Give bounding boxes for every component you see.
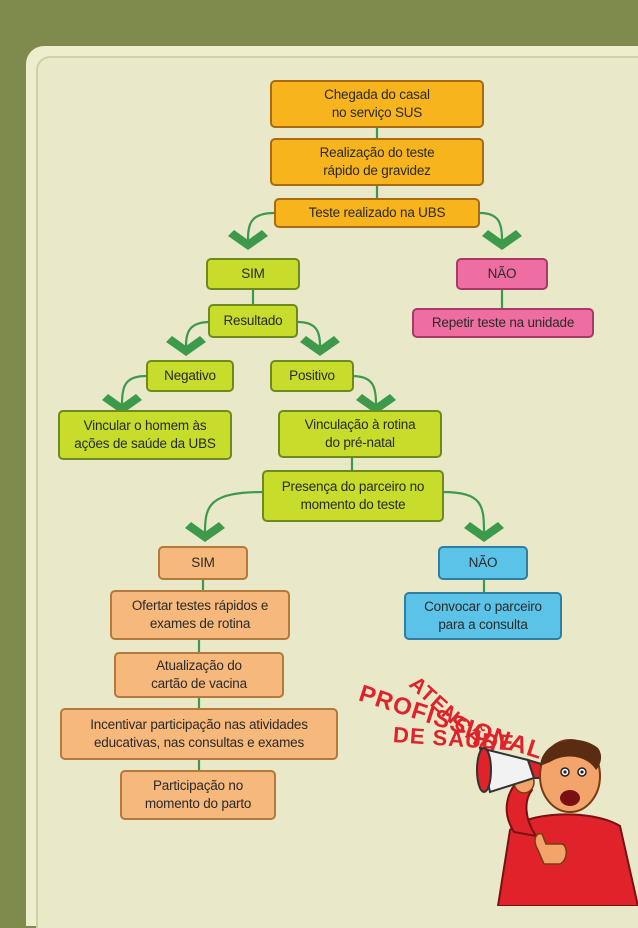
megaphone-man-illustration xyxy=(476,739,638,906)
node-test-ubs: Teste realizado na UBS xyxy=(274,198,480,228)
connector-result-negative xyxy=(184,320,211,347)
node-arrival: Chegada do casal no serviço SUS xyxy=(270,80,484,128)
connector-result-positive xyxy=(297,320,322,347)
arrowhead-link-man xyxy=(102,394,142,414)
node-positive: Positivo xyxy=(270,360,354,392)
connector-ubs-no xyxy=(479,211,504,241)
arrowheads xyxy=(102,230,522,542)
connector-partner-yes xyxy=(203,490,265,533)
arrowhead-negative xyxy=(166,336,206,356)
node-offer-tests: Ofertar testes rápidos e exames de rotin… xyxy=(110,590,290,640)
node-pregnancy-test: Realização do teste rápido de gravidez xyxy=(270,138,484,186)
node-vaccine: Atualização do cartão de vacina xyxy=(114,652,284,698)
node-yes-1: SIM xyxy=(206,258,300,290)
node-partner-present: Presença do parceiro no momento do teste xyxy=(262,470,444,522)
connector-ubs-yes xyxy=(246,211,275,241)
arrowhead-no2 xyxy=(464,522,504,542)
arrowhead-yes2 xyxy=(185,522,225,542)
node-yes-2: SIM xyxy=(158,546,248,580)
node-result: Resultado xyxy=(208,304,298,338)
node-encourage: Incentivar participação nas atividades e… xyxy=(60,708,338,760)
node-negative: Negativo xyxy=(146,360,234,392)
flow-connectors xyxy=(102,128,522,770)
arrowhead-positive xyxy=(300,336,340,356)
node-no-1: NÃO xyxy=(456,258,548,290)
connector-positive-prenatal xyxy=(351,374,378,405)
arrowhead-yes1 xyxy=(228,230,268,250)
node-no-2: NÃO xyxy=(438,546,528,580)
node-prenatal: Vinculação à rotina do pré-natal xyxy=(278,410,442,458)
connector-negative-link xyxy=(120,374,147,405)
node-repeat-test: Repetir teste na unidade xyxy=(412,308,594,338)
node-link-man: Vincular o homem às ações de saúde da UB… xyxy=(58,410,232,460)
arrowhead-prenatal xyxy=(356,394,396,414)
node-birth: Participação no momento do parto xyxy=(120,770,276,820)
node-call-partner: Convocar o parceiro para a consulta xyxy=(404,592,562,640)
connector-partner-no xyxy=(441,490,486,533)
arrowhead-no1 xyxy=(482,230,522,250)
